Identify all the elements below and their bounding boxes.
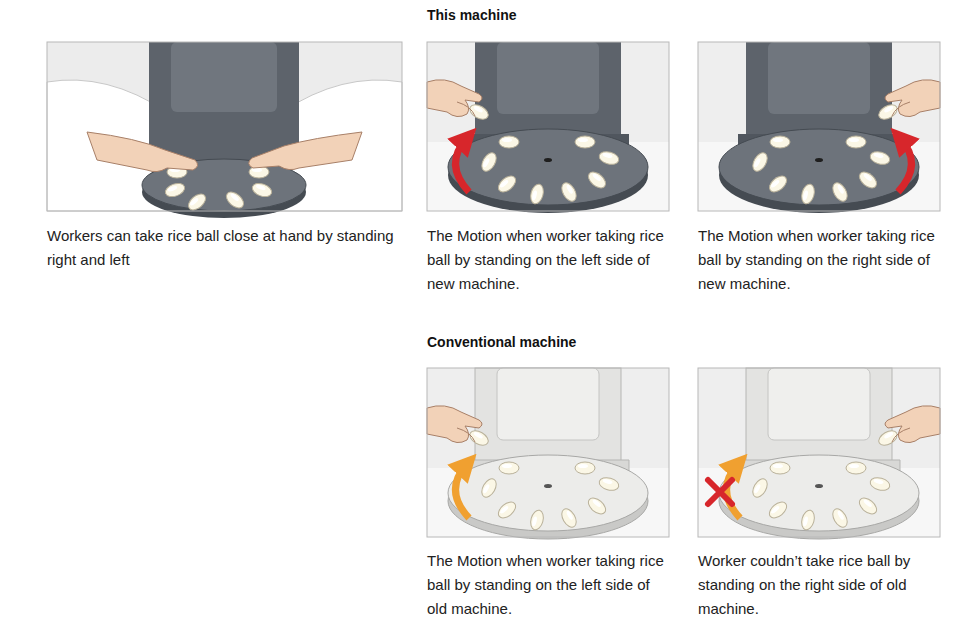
- old-left-illustration: [427, 368, 669, 539]
- section-heading: This machine: [427, 6, 727, 24]
- workers-illustration: [47, 42, 402, 218]
- caption: Workers can take rice ball close at hand…: [47, 224, 407, 272]
- caption: The Motion when worker taking rice ball …: [427, 549, 673, 621]
- old-right-illustration: [698, 368, 940, 539]
- section-heading: Conventional machine: [427, 333, 727, 351]
- caption: The Motion when worker taking rice ball …: [698, 224, 948, 296]
- new-left-illustration: [427, 42, 669, 213]
- caption: The Motion when worker taking rice ball …: [427, 224, 673, 296]
- caption: Worker couldn’t take rice ball by standi…: [698, 549, 948, 621]
- new-right-illustration: [698, 42, 940, 213]
